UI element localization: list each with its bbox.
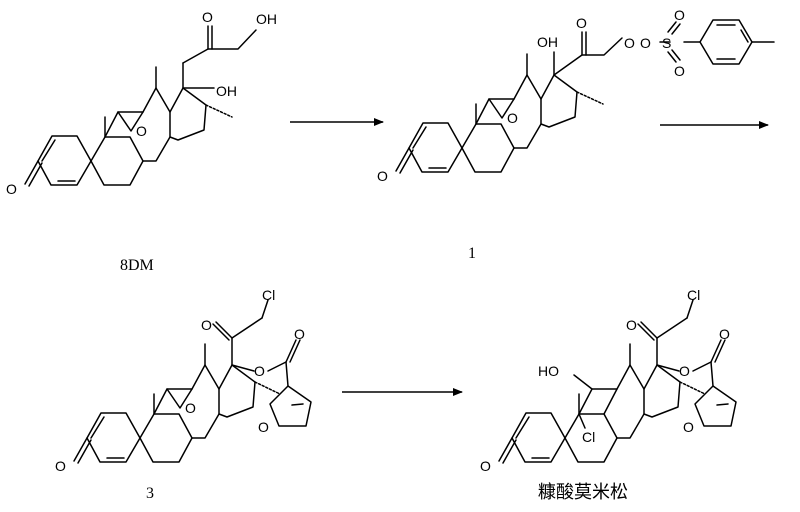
compound-3: O O O Cl O O O 3 xyxy=(55,287,312,502)
compound-3-chlorine: Cl xyxy=(262,287,275,303)
compound-3-bonds xyxy=(73,299,312,464)
compound-8dm: O O OH O OH 8DM xyxy=(6,9,277,274)
compound-1-label: 1 xyxy=(468,245,476,262)
compound-mometasone-bonds xyxy=(498,299,737,464)
compound-8dm-carbonyl-o: O xyxy=(6,181,17,197)
compound-1-c20-o: O xyxy=(576,15,587,31)
compound-3-furoyl-o: O xyxy=(294,326,305,342)
compound-1-sulfonyl-o-bottom: O xyxy=(674,63,685,79)
compound-3-epoxide-o: O xyxy=(185,400,196,416)
compound-3-c20-o: O xyxy=(201,317,212,333)
compound-mf-ester-o: O xyxy=(679,363,690,379)
compound-8dm-label: 8DM xyxy=(120,257,154,274)
compound-1-bonds xyxy=(395,19,775,174)
compound-1-ester-o2: O xyxy=(640,35,651,51)
compound-mf-carbonyl-o: O xyxy=(480,458,491,474)
compound-1: O O OH O O O S O O 1 xyxy=(377,7,775,262)
compound-1-sulfonyl-o-top: O xyxy=(674,7,685,23)
compound-8dm-c17-oh: OH xyxy=(216,83,237,99)
compound-mf-label: 糠酸莫米松 xyxy=(538,481,628,503)
compound-8dm-c20-o: O xyxy=(202,9,213,25)
compound-mometasone-furoate: O HO Cl O Cl O O O 糠酸莫米松 xyxy=(480,287,737,503)
compound-mf-c20-o: O xyxy=(626,317,637,333)
compound-1-carbonyl-o: O xyxy=(377,168,388,184)
compound-8dm-epoxide-o: O xyxy=(136,123,147,139)
compound-mf-c9-cl: Cl xyxy=(582,429,595,445)
compound-mf-c11-oh: HO xyxy=(538,363,559,379)
compound-mf-furoyl-o: O xyxy=(719,326,730,342)
compound-3-carbonyl-o: O xyxy=(55,458,66,474)
compound-mf-furan-o: O xyxy=(683,419,694,435)
compound-3-label: 3 xyxy=(146,485,154,502)
compound-1-ester-o: O xyxy=(624,35,635,51)
compound-1-sulfur: S xyxy=(662,35,671,51)
compound-1-c17-oh: OH xyxy=(537,34,558,50)
compound-3-ester-o: O xyxy=(254,363,265,379)
compound-1-epoxide-o: O xyxy=(507,110,518,126)
compound-8dm-c21-oh: OH xyxy=(256,11,277,27)
compound-3-furan-o: O xyxy=(258,419,269,435)
compound-8dm-bonds xyxy=(24,25,257,187)
compound-mf-chlorine: Cl xyxy=(687,287,700,303)
